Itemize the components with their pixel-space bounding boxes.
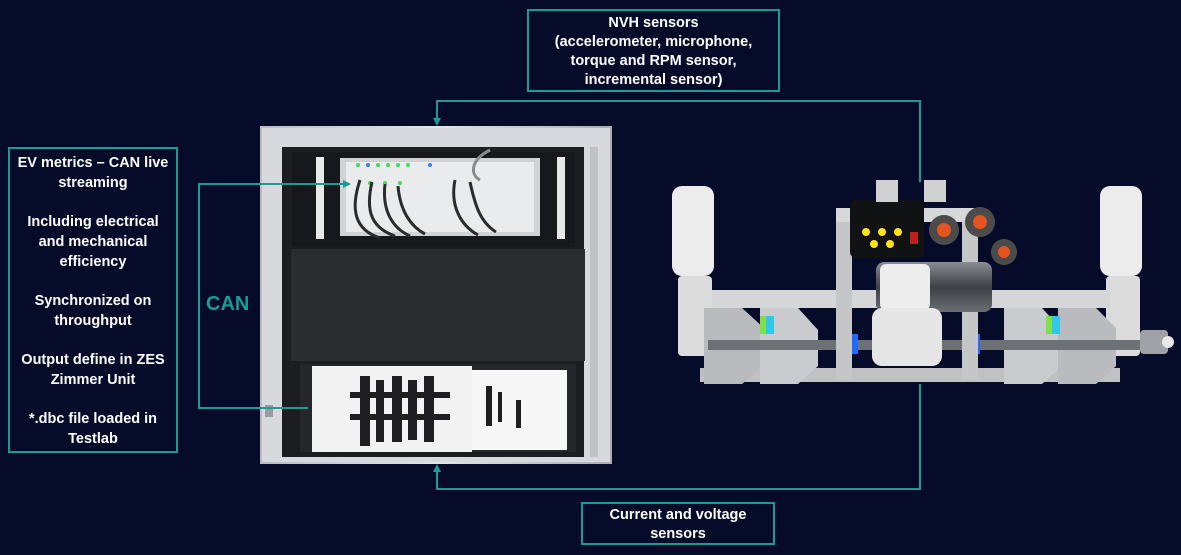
current-connector-line [433,384,921,490]
nvh-connector-line [433,100,921,182]
metrics-line-3: Synchronized on throughput [34,293,152,329]
metrics-line-4: Output define in ZES Zimmer Unit [21,352,165,388]
metrics-line-2: Including electrical and mechanical effi… [27,214,159,270]
current-line-1: Current and voltage [609,507,747,523]
metrics-line-5: *.dbc file loaded in Testlab [28,411,158,447]
nvh-detail-3: incremental sensor) [584,72,723,88]
nvh-sensors-box: NVH sensors (accelerometer, microphone, … [527,9,780,92]
can-label: CAN [206,293,250,315]
encoder-wheels [929,207,1017,265]
metrics-line-1: EV metrics – CAN live streaming [17,155,169,191]
instrument-pattern [350,376,521,446]
cables [353,148,497,240]
module-leds [356,163,432,185]
current-line-2: sensors [650,526,706,542]
sensor-indicators [862,228,902,248]
ev-metrics-box: EV metrics – CAN live streaming Includin… [8,147,178,453]
nvh-detail-1: (accelerometer, microphone, [554,34,753,50]
test-bench-image [672,180,1174,384]
current-voltage-box: Current and voltage sensors [581,502,775,545]
nvh-detail-2: torque and RPM sensor, [570,53,737,69]
measurement-cabinet-image [260,126,612,464]
can-connector-line [198,180,351,409]
nvh-title: NVH sensors [608,15,699,31]
